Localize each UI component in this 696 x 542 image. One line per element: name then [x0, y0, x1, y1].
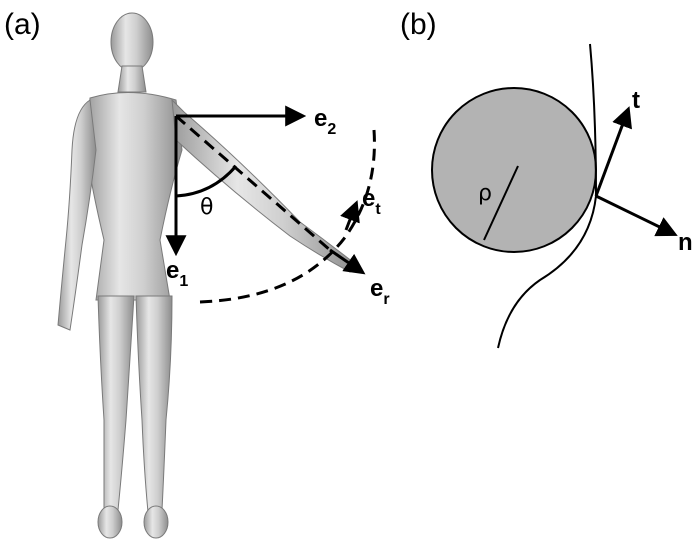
figure-left-leg: [97, 295, 135, 513]
panel-a-labels: e2 e1 et er θ: [166, 105, 390, 308]
rho-label: ρ: [478, 181, 492, 206]
osculating-circle: [431, 87, 597, 253]
tangent-arrow: [594, 106, 632, 197]
n-label: n: [678, 229, 693, 256]
curve: [497, 43, 598, 349]
figure-head: [110, 12, 154, 72]
er-label: er: [370, 275, 390, 308]
arm-axis-dashed: [175, 114, 331, 252]
panel-a-label: (a): [4, 8, 41, 41]
et-arrow: [340, 200, 360, 231]
e2-label: e2: [314, 105, 336, 138]
t-label: t: [632, 87, 640, 114]
figure-torso: [85, 92, 183, 301]
figure-left-foot: [97, 505, 123, 539]
figure-neck: [117, 65, 147, 93]
figure-right-leg: [135, 295, 173, 513]
radius-line: [483, 165, 519, 241]
human-figure: [57, 12, 359, 539]
panel-b-label: (b): [400, 8, 437, 41]
normal-arrow: [595, 194, 678, 237]
panel-a-vectors: [165, 105, 376, 304]
theta-arc: [175, 165, 238, 198]
e1-label: e1: [166, 257, 188, 290]
swing-arc-dashed: [199, 129, 376, 304]
er-arrow: [329, 248, 366, 275]
theta-label: θ: [200, 195, 213, 220]
et-label: et: [362, 185, 381, 218]
panel-b-diagram: [431, 43, 678, 349]
figure-left-arm: [57, 99, 97, 331]
figure-right-foot: [143, 505, 169, 539]
panel-b-labels: t n ρ: [478, 87, 693, 256]
